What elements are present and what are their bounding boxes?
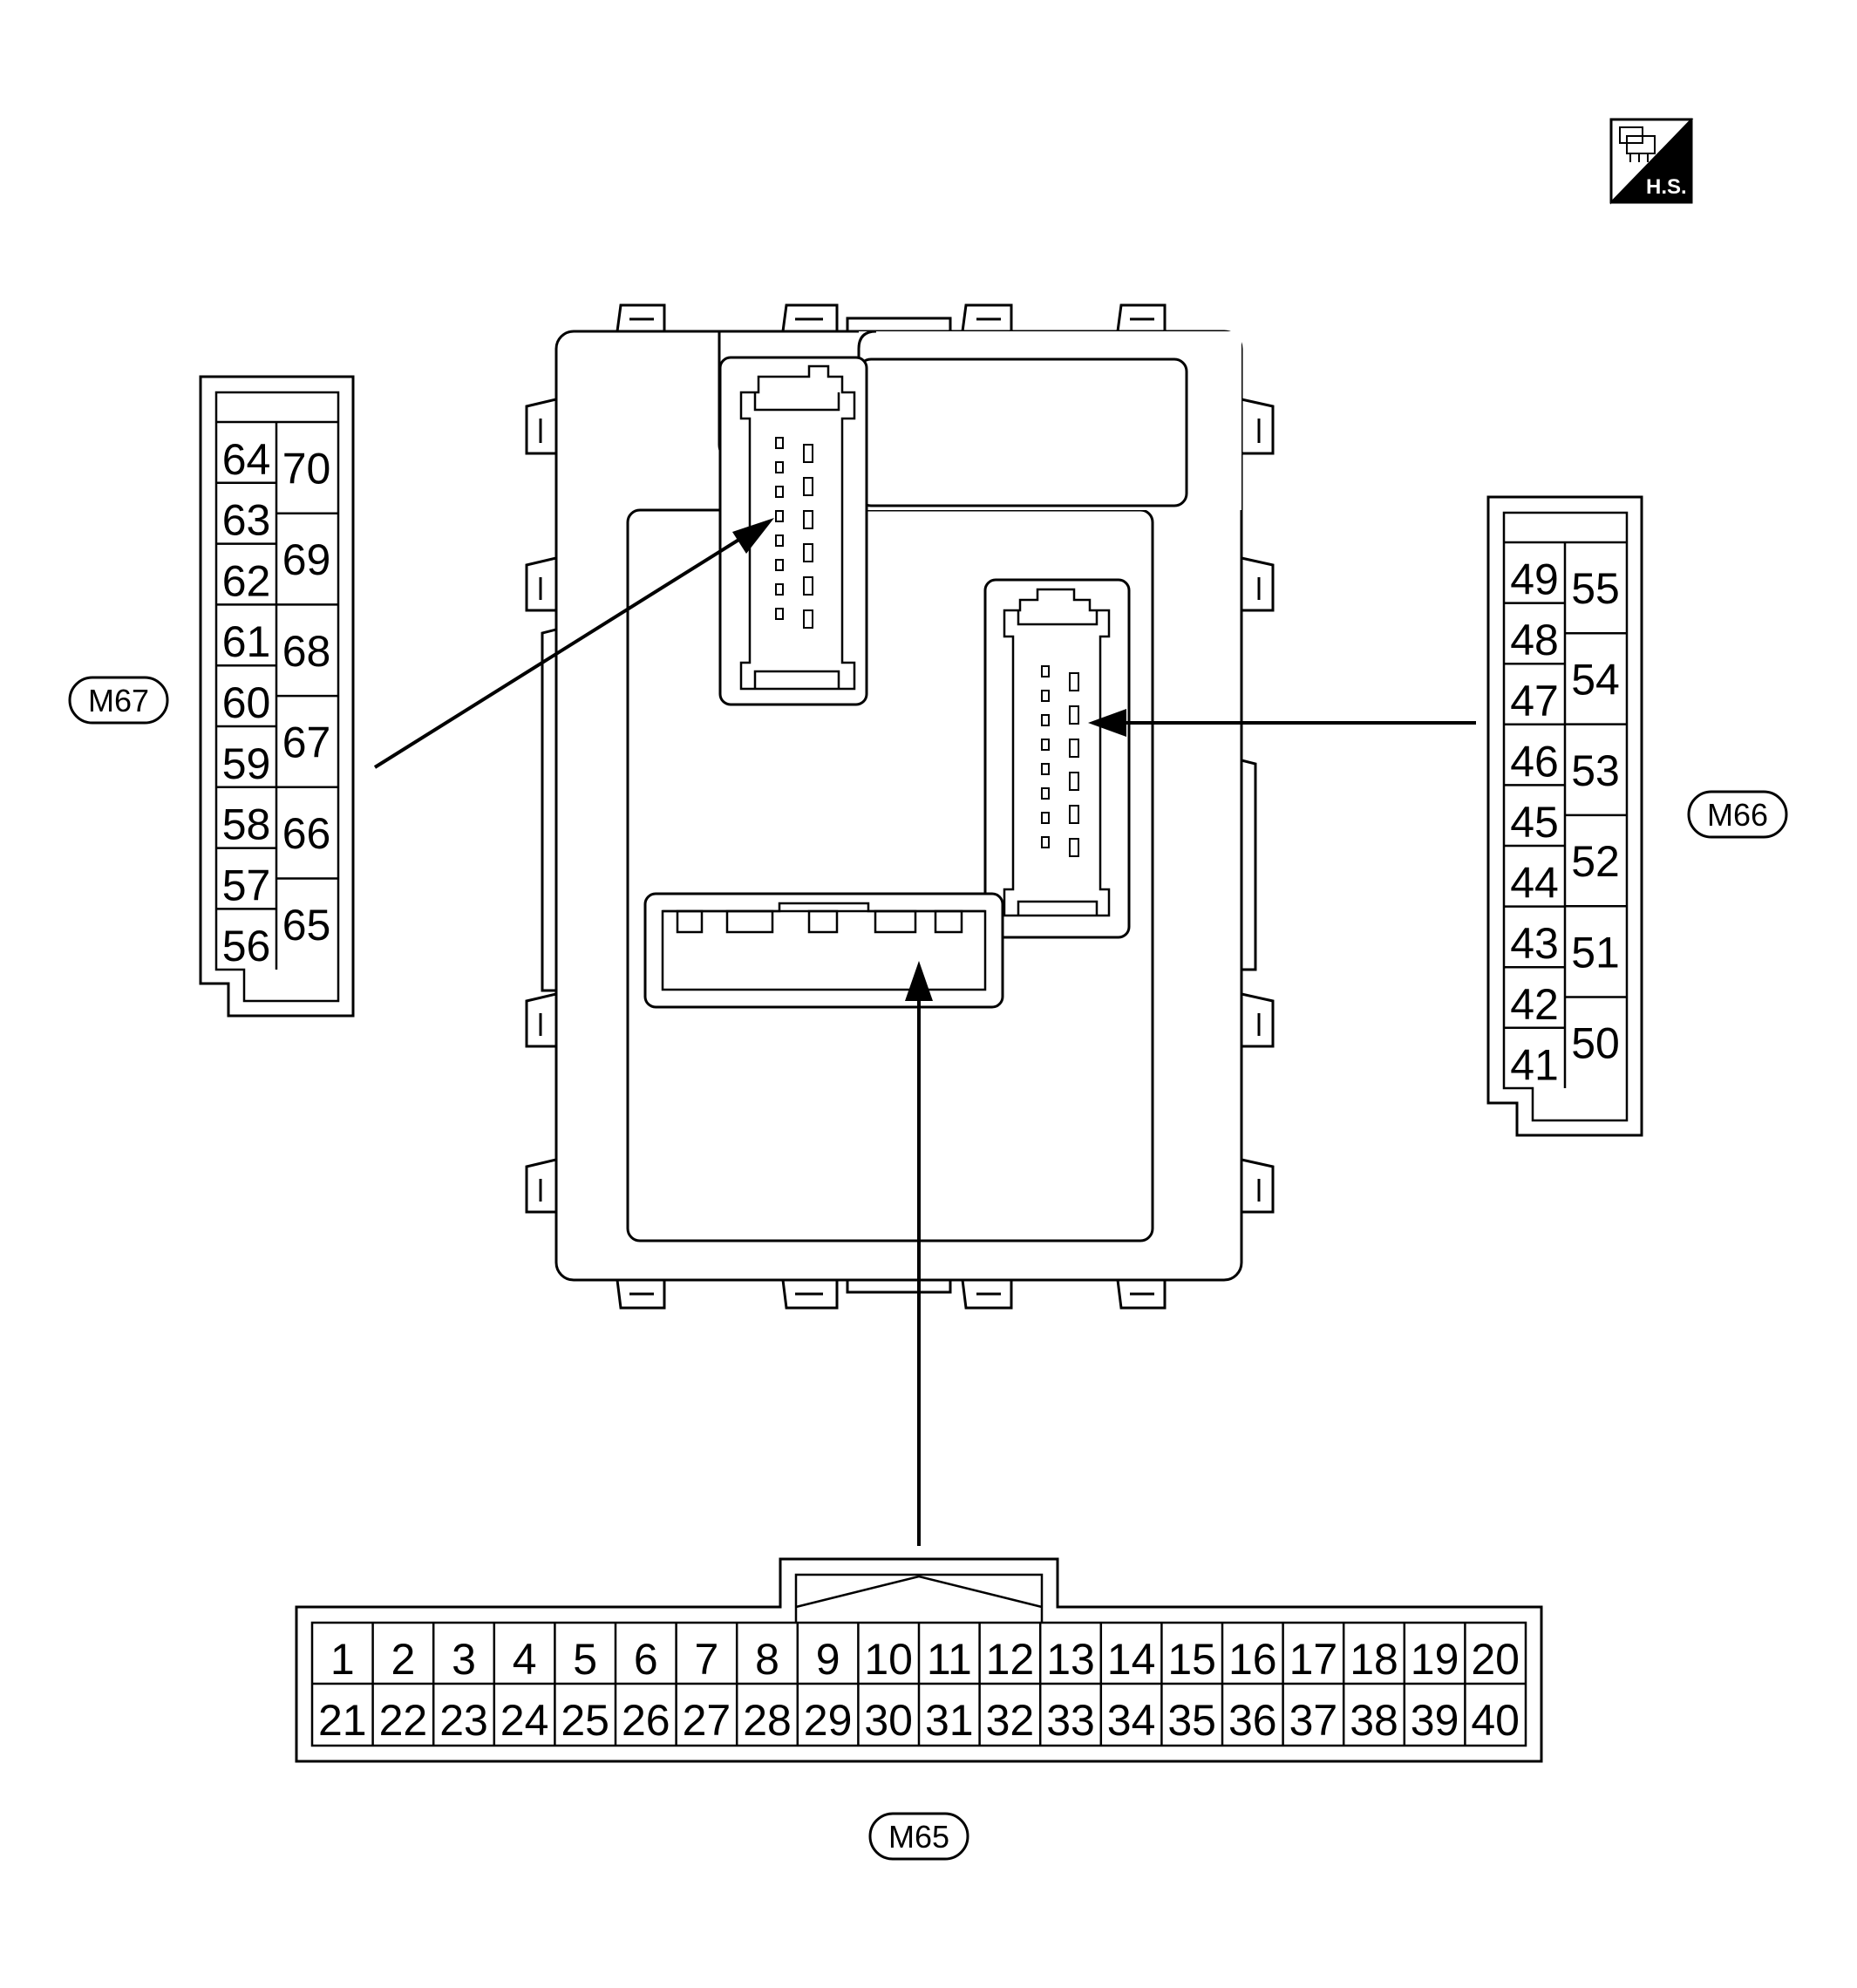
pin-number: 41 [1510, 1040, 1559, 1089]
pin-number: 40 [1471, 1696, 1520, 1745]
pin-number: 14 [1107, 1635, 1156, 1684]
pin-number: 52 [1571, 837, 1620, 886]
pin-number: 28 [743, 1696, 792, 1745]
pin-number: 65 [282, 901, 331, 950]
pin-number: 25 [561, 1696, 609, 1745]
pin-number: 53 [1571, 746, 1620, 795]
pin-number: 15 [1167, 1635, 1216, 1684]
pin-number: 47 [1510, 677, 1559, 725]
pin-number: 10 [864, 1635, 913, 1684]
pin-number: 27 [683, 1696, 731, 1745]
pin-number: 43 [1510, 919, 1559, 968]
pin-number: 57 [222, 861, 271, 909]
pin-number: 64 [222, 435, 271, 484]
pin-number: 22 [379, 1696, 428, 1745]
pin-number: 24 [500, 1696, 549, 1745]
connector-tag-m66: M66 [1687, 790, 1788, 839]
connector-face-m66: 49 48 47 46 45 44 43 42 41 55 54 53 52 51 50 [1486, 495, 1643, 1137]
pin-number: 70 [282, 444, 331, 493]
pin-number: 51 [1571, 928, 1620, 977]
pin-number: 46 [1510, 737, 1559, 786]
pin-number: 67 [282, 718, 331, 766]
connector-face-m67: 64 63 62 61 60 59 58 57 56 70 69 68 67 66 65 [199, 375, 355, 1018]
pin-number: 60 [222, 678, 271, 727]
pin-number: 38 [1350, 1696, 1398, 1745]
pin-number: 44 [1510, 859, 1559, 908]
arrow-to-bottom-socket [905, 961, 933, 1546]
arrow-to-right-socket [1088, 709, 1476, 737]
pin-number: 34 [1107, 1696, 1156, 1745]
pin-number: 19 [1411, 1635, 1459, 1684]
pin-number: 62 [222, 556, 271, 605]
pin-number: 5 [573, 1635, 597, 1684]
pin-number: 21 [318, 1696, 367, 1745]
pin-number: 31 [925, 1696, 974, 1745]
connector-tag-m65: M65 [868, 1812, 969, 1861]
pin-number: 45 [1510, 798, 1559, 847]
pin-number: 4 [513, 1635, 537, 1684]
pin-number: 63 [222, 496, 271, 545]
pin-number: 29 [804, 1696, 853, 1745]
pin-number: 33 [1046, 1696, 1095, 1745]
connector-tag-m67: M67 [68, 676, 169, 725]
pin-number: 61 [222, 617, 271, 666]
pin-number: 54 [1571, 655, 1620, 704]
pin-number: 26 [622, 1696, 670, 1745]
pin-number: 2 [391, 1635, 415, 1684]
pin-number: 39 [1411, 1696, 1459, 1745]
pin-number: 1 [330, 1635, 355, 1684]
pin-number: 55 [1571, 564, 1620, 613]
tag-text: M65 [888, 1819, 949, 1855]
tag-text: M67 [88, 683, 149, 718]
pin-number: 42 [1510, 980, 1559, 1029]
control-unit-body [525, 303, 1275, 1310]
pin-number: 12 [986, 1635, 1035, 1684]
pin-number: 8 [755, 1635, 779, 1684]
arrow-to-upper-socket [373, 518, 774, 769]
pin-number: 20 [1471, 1635, 1520, 1684]
pin-number: 7 [694, 1635, 718, 1684]
pin-number: 9 [816, 1635, 840, 1684]
pin-number: 59 [222, 739, 271, 788]
pin-number: 13 [1046, 1635, 1095, 1684]
pin-number: 30 [864, 1696, 913, 1745]
connector-icon [1619, 126, 1656, 162]
pin-number: 68 [282, 627, 331, 676]
badge-text: H.S. [1646, 175, 1687, 199]
pin-number: 50 [1571, 1019, 1620, 1068]
pin-number: 48 [1510, 616, 1559, 664]
pin-number: 69 [282, 535, 331, 584]
pin-number: 23 [439, 1696, 488, 1745]
pin-number: 17 [1289, 1635, 1338, 1684]
pin-number: 66 [282, 809, 331, 858]
upper-connector-socket [718, 356, 868, 706]
pin-number: 37 [1289, 1696, 1338, 1745]
pin-number: 6 [634, 1635, 658, 1684]
pin-number: 56 [222, 922, 271, 970]
pin-number: 32 [986, 1696, 1035, 1745]
harness-side-badge: H.S. [1609, 118, 1694, 205]
pin-number: 58 [222, 800, 271, 849]
bottom-connector-socket [643, 892, 1004, 1009]
pin-number: 35 [1167, 1696, 1216, 1745]
pin-number: 16 [1228, 1635, 1277, 1684]
pin-number: 18 [1350, 1635, 1398, 1684]
right-connector-socket [983, 578, 1131, 939]
pin-number: 3 [452, 1635, 476, 1684]
pin-number: 49 [1510, 555, 1559, 604]
pin-number: 11 [927, 1635, 972, 1684]
pin-number: 36 [1228, 1696, 1277, 1745]
tag-text: M66 [1707, 797, 1768, 833]
